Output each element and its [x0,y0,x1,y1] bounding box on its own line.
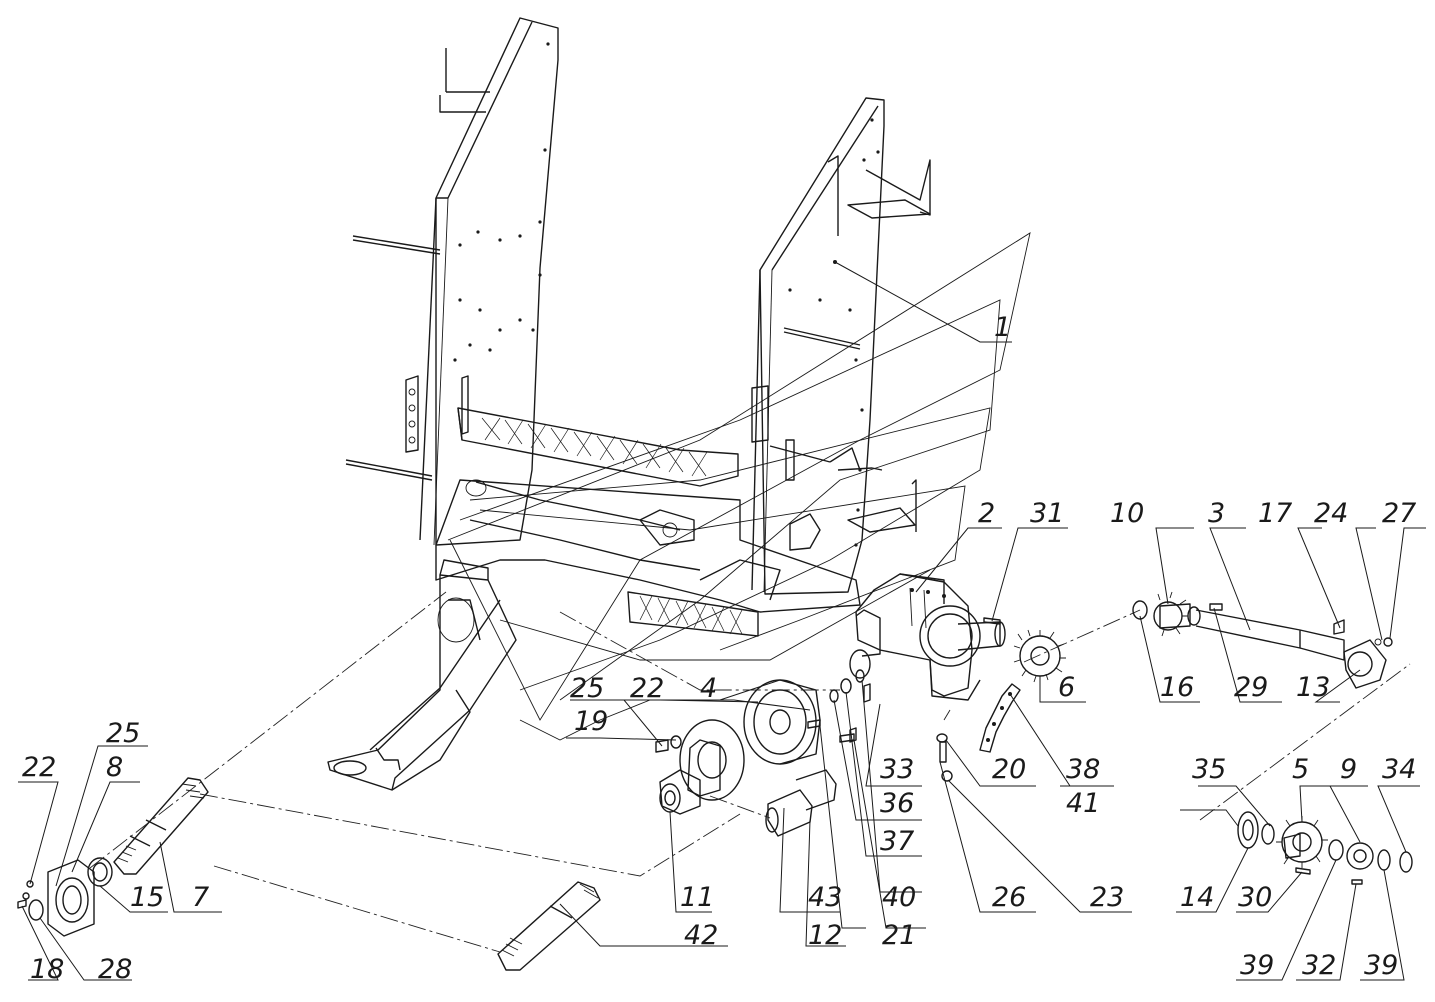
callout-22-center: 22 [630,673,664,704]
shaft-assembly-3 [1132,591,1393,689]
callout-9: 9 [1340,754,1357,785]
callout-29: 29 [1234,672,1268,703]
callout-12: 12 [808,920,842,951]
flange-assembly-8 [17,857,113,937]
callout-41: 41 [1066,788,1100,819]
bolt-31 [983,617,1001,625]
callout-28: 28 [98,954,132,985]
callout-36: 36 [880,788,914,819]
gearbox [849,573,1006,701]
shaft-42 [497,881,601,971]
callout-18: 18 [30,954,64,985]
callout-40: 40 [882,882,916,913]
callout-5: 5 [1292,754,1309,785]
callout-8: 8 [106,752,123,783]
callout-20: 20 [992,754,1026,785]
callout-31: 31 [1030,498,1064,529]
callout-13: 13 [1296,672,1330,703]
callout-37: 37 [880,826,914,857]
roller-chain [979,683,1021,753]
callout-32: 32 [1302,950,1336,981]
callout-labels: 1 2 3 4 5 6 7 8 9 10 11 12 13 14 15 16 1… [22,312,1416,985]
callout-11: 11 [680,882,714,913]
callout-27: 27 [1382,498,1416,529]
callout-6: 6 [1058,672,1075,703]
callout-42: 42 [684,920,718,951]
callout-30: 30 [1238,882,1272,913]
callout-10: 10 [1110,498,1144,529]
callout-38: 38 [1066,754,1100,785]
callout-39-right: 39 [1364,950,1398,981]
callout-23: 23 [1090,882,1124,913]
callout-17: 17 [1258,498,1292,529]
shaft-7 [113,777,209,875]
callout-25-center: 25 [570,673,604,704]
main-frame [327,17,1031,791]
callout-19: 19 [574,706,608,737]
center-lines [89,591,1411,953]
callout-22-left: 22 [22,752,56,783]
callout-21: 21 [882,920,916,951]
callout-34: 34 [1382,754,1416,785]
callout-15: 15 [130,882,164,913]
callout-4: 4 [700,673,717,704]
callout-26: 26 [992,882,1026,913]
callout-25-left: 25 [106,718,140,749]
callout-1: 1 [994,312,1011,343]
callout-24: 24 [1314,498,1348,529]
callout-43: 43 [808,882,842,913]
callout-leaders [18,261,1426,981]
callout-2: 2 [978,498,995,529]
callout-7: 7 [192,882,209,913]
callout-35: 35 [1192,754,1226,785]
callout-16: 16 [1160,672,1194,703]
callout-33: 33 [880,754,914,785]
callout-39-left: 39 [1240,950,1274,981]
sprocket-assembly-5 [1237,811,1413,885]
callout-3: 3 [1208,498,1225,529]
callout-14: 14 [1180,882,1214,913]
